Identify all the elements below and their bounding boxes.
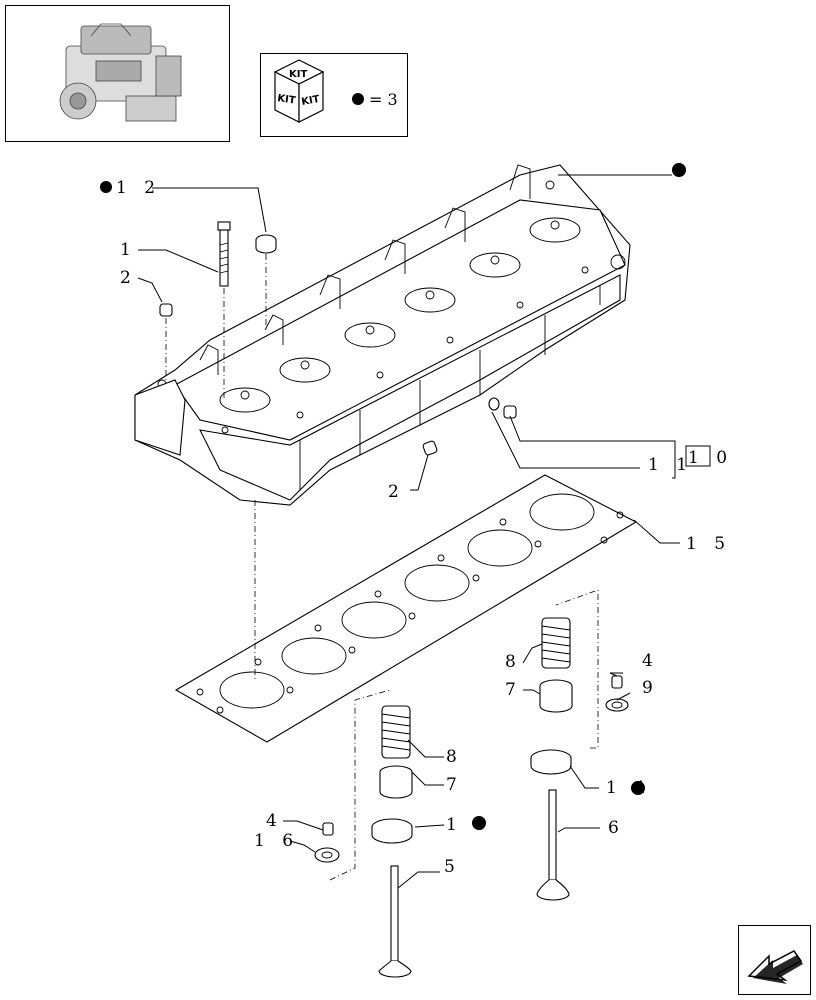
valve-spring-right xyxy=(541,617,571,669)
callouts: 1 2 1 2 2 1 0 1 1 1 5 8 7 4 9 1 4 6 8 7 … xyxy=(100,163,733,877)
callout-8a: 8 xyxy=(505,652,522,672)
callout-2a: 2 xyxy=(120,268,137,288)
intake-valve xyxy=(378,865,412,978)
engine-thumbnail xyxy=(5,5,230,142)
kit-dot-icon-14 xyxy=(631,781,645,795)
valve-cotter-left xyxy=(322,822,334,836)
callout-7b: 7 xyxy=(446,775,463,795)
head-bolt xyxy=(217,221,231,287)
exhaust-valve xyxy=(536,789,570,901)
kit-dot-icon-12 xyxy=(100,181,112,193)
valve-seat-right xyxy=(530,749,572,775)
callout-8b: 8 xyxy=(446,747,463,767)
kit-equals-text: = 3 xyxy=(369,90,398,109)
engine-thumbnail-icon xyxy=(59,23,182,122)
valve-retainer-left xyxy=(314,847,340,863)
valve-spring-left xyxy=(381,705,411,759)
callout-12: 1 2 xyxy=(116,178,161,198)
callout-10-box xyxy=(685,445,711,467)
callout-16: 1 6 xyxy=(254,831,299,851)
valve-cotter-right xyxy=(611,675,623,689)
callout-9: 9 xyxy=(642,678,659,698)
valve-retainer-right xyxy=(605,698,629,712)
callout-15: 1 5 xyxy=(686,534,731,554)
threaded-plug-top xyxy=(159,303,173,317)
kit-label-right: KIT xyxy=(301,94,321,108)
next-page-button[interactable] xyxy=(738,925,811,995)
seal-and-plug xyxy=(488,397,517,419)
kit-box-icon: KIT KIT KIT xyxy=(273,59,364,123)
valve-seat-left xyxy=(371,818,413,844)
kit-label-left: KIT xyxy=(277,93,297,106)
callout-1: 1 xyxy=(120,240,137,260)
cup-plug xyxy=(255,234,277,254)
filled-dot-icon xyxy=(352,93,364,105)
cylinder-head xyxy=(134,164,631,506)
kit-dot-icon-13 xyxy=(472,816,486,830)
next-page-arrow-icon xyxy=(747,950,803,984)
valve-guide-right xyxy=(539,679,573,713)
callout-7a: 7 xyxy=(505,680,522,700)
alignment-lines xyxy=(165,254,599,881)
valve-guide-left xyxy=(379,765,413,799)
leader-lines xyxy=(137,174,680,889)
callout-11: 1 1 xyxy=(648,455,693,475)
threaded-plug-bottom xyxy=(422,440,438,456)
kit-legend: KIT KIT KIT = 3 xyxy=(260,53,408,137)
kit-dot-icon-head xyxy=(672,163,686,177)
callout-4a: 4 xyxy=(642,651,659,671)
callout-4b: 4 xyxy=(266,811,283,831)
callout-5: 5 xyxy=(444,857,461,877)
callout-10: 1 0 xyxy=(688,448,733,468)
callout-2b: 2 xyxy=(388,482,405,502)
kit-label-top: KIT xyxy=(289,69,307,80)
callout-6: 6 xyxy=(608,818,625,838)
